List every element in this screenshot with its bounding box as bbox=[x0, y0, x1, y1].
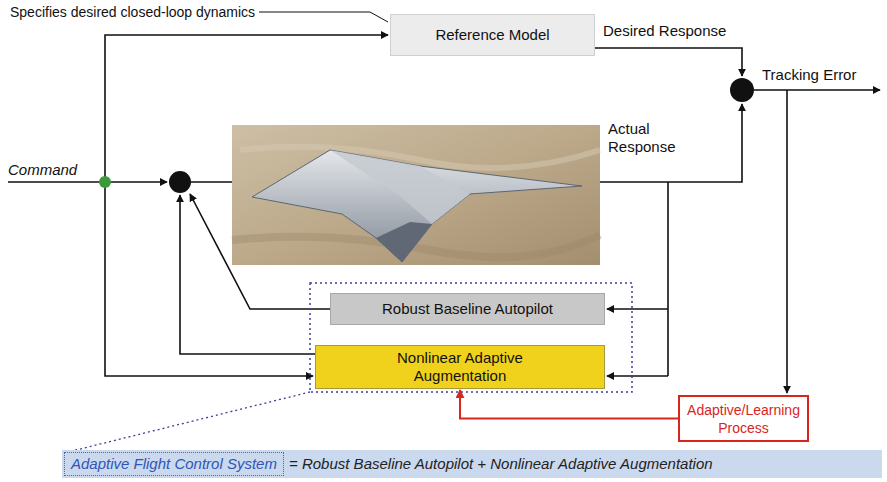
signal-wire bbox=[105, 182, 313, 376]
learning-process-box: Adaptive/Learning Process bbox=[678, 395, 809, 442]
signal-wire bbox=[607, 308, 668, 310]
node-text: Adaptive Flight Control System bbox=[71, 455, 277, 473]
group-leader bbox=[72, 392, 310, 451]
node-text: Robust Baseline Autopilot bbox=[382, 300, 553, 318]
signal-wire bbox=[595, 48, 742, 76]
signal-name: Desired Response bbox=[603, 22, 726, 40]
signal-name: Command bbox=[8, 161, 77, 179]
adaptation-arrow bbox=[460, 390, 678, 419]
command-branch-dot bbox=[99, 176, 111, 188]
node-text: = Robust Baseline Autopilot + Nonlinear … bbox=[289, 455, 713, 473]
signal-wire bbox=[607, 375, 668, 377]
signal-wire bbox=[191, 181, 232, 183]
signal-name: Actual Response bbox=[608, 120, 680, 156]
node-text: Nonlinear Adaptive Augmentation bbox=[380, 349, 540, 385]
aircraft-shade bbox=[330, 150, 470, 224]
adaptive-augmentation-box: Nonlinear Adaptive Augmentation bbox=[315, 345, 605, 389]
summing-junction bbox=[169, 171, 191, 193]
signal-wire bbox=[190, 194, 330, 309]
signal-wire bbox=[8, 181, 167, 183]
signal-wire bbox=[667, 182, 669, 376]
signal-wire bbox=[754, 89, 880, 91]
baseline-autopilot-box: Robust Baseline Autopilot bbox=[330, 293, 605, 325]
group-outline bbox=[310, 283, 632, 392]
aircraft-body bbox=[252, 150, 582, 262]
photo-ground bbox=[232, 125, 600, 265]
summing-junction bbox=[730, 78, 754, 102]
signal-wire bbox=[180, 195, 315, 354]
signal-wire bbox=[786, 90, 788, 393]
note-text: Specifies desired closed-loop dynamics bbox=[10, 3, 255, 21]
equation-band: = Robust Baseline Autopilot + Nonlinear … bbox=[62, 450, 882, 478]
node-text: Adaptive/Learning Process bbox=[687, 401, 800, 437]
node-text: Reference Model bbox=[435, 26, 549, 44]
aircraft-photo bbox=[232, 125, 600, 265]
term-box: Adaptive Flight Control System bbox=[64, 452, 284, 476]
photo-texture bbox=[240, 147, 600, 168]
aircraft-shade bbox=[376, 222, 432, 262]
signal-wire bbox=[600, 104, 742, 182]
signal-wire bbox=[105, 35, 388, 182]
signal-name: Tracking Error bbox=[762, 66, 856, 84]
reference-model-box: Reference Model bbox=[390, 14, 595, 56]
note-leader bbox=[259, 12, 388, 22]
